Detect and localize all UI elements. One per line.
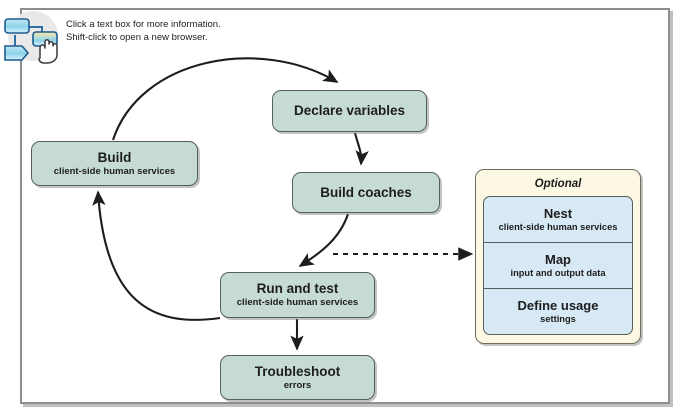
optional-panel: Optional Nest client-side human services… [475,169,641,344]
node-build-coaches-title: Build coaches [320,184,412,200]
node-declare-variables[interactable]: Declare variables [272,90,427,132]
optional-item-nest[interactable]: Nest client-side human services [484,197,632,243]
hint-line-1: Click a text box for more information. [66,19,221,30]
node-troubleshoot[interactable]: Troubleshoot errors [220,355,375,400]
optional-panel-items: Nest client-side human services Map inpu… [483,196,633,335]
optional-item-map-title: Map [545,252,571,267]
optional-item-define-usage[interactable]: Define usage settings [484,289,632,334]
hint-text: Click a text box for more information. S… [66,18,296,44]
optional-panel-heading: Optional [534,178,582,190]
node-build-coaches[interactable]: Build coaches [292,172,440,213]
node-build-title: Build [97,149,132,165]
node-declare-variables-title: Declare variables [293,103,406,118]
node-run-and-test-subtitle: client-side human services [236,297,359,308]
optional-item-define-usage-subtitle: settings [540,314,576,324]
node-troubleshoot-title: Troubleshoot [254,363,341,379]
optional-item-nest-title: Nest [543,206,573,221]
optional-item-define-usage-title: Define usage [517,298,599,313]
node-run-and-test-title: Run and test [256,281,339,296]
optional-item-map[interactable]: Map input and output data [484,243,632,289]
optional-item-map-subtitle: input and output data [510,268,606,278]
optional-item-nest-subtitle: client-side human services [498,222,618,232]
hint-line-2: Shift-click to open a new browser. [66,32,208,43]
node-build-subtitle: client-side human services [53,165,176,177]
node-run-and-test[interactable]: Run and test client-side human services [220,272,375,318]
flowchart-click-hand-icon [2,8,64,64]
node-build[interactable]: Build client-side human services [31,141,198,186]
node-troubleshoot-subtitle: errors [283,379,312,391]
